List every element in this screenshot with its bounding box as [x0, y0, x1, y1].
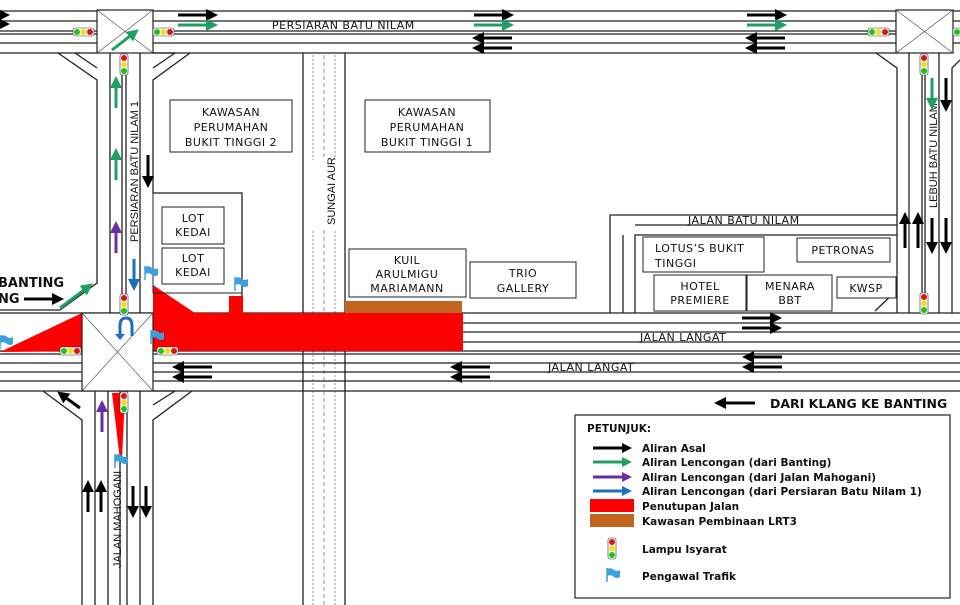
legend-item: Kawasan Pembinaan LRT3 [590, 514, 797, 528]
building-kwsp: KWSP [836, 276, 897, 299]
legend-label: Aliran Lencongan (dari Jalan Mahogani) [642, 472, 876, 484]
closure-west [0, 313, 82, 352]
legend-item: Lampu Isyarat [607, 537, 727, 560]
svg-text:BUKIT TINGGI 2: BUKIT TINGGI 2 [185, 136, 277, 149]
label-from-banting-2: NG [0, 292, 20, 307]
building-bukit-tinggi-2: KAWASAN PERUMAHAN BUKIT TINGGI 2 [169, 99, 293, 153]
label-persiaran-batu-nilam: PERSIARAN BATU NILAM [272, 19, 415, 32]
building-lot-kedai-1: LOT KEDAI [161, 206, 225, 245]
legend-item: Pengawal Trafik [606, 567, 737, 583]
label-lebuh-batu-nilam: LEBUH BATU NILAM [928, 103, 940, 208]
legend-item: Penutupan Jalan [590, 499, 739, 513]
legend-label: Penutupan Jalan [642, 501, 739, 513]
legend-arrowhead-icon [622, 443, 632, 453]
legend-item: Aliran Lencongan (dari Banting) [593, 457, 831, 469]
legend-label: Aliran Lencongan (dari Persiaran Batu Ni… [642, 486, 922, 498]
closure-jalan-langat [153, 313, 463, 351]
legend-swatch [590, 514, 634, 527]
junction-main [81, 312, 154, 392]
svg-text:PREMIERE: PREMIERE [670, 294, 730, 307]
svg-text:KEDAI: KEDAI [175, 226, 211, 239]
legend-item: Aliran Asal [593, 443, 706, 455]
svg-text:PERUMAHAN: PERUMAHAN [390, 121, 465, 134]
svg-text:BUKIT TINGGI 1: BUKIT TINGGI 1 [381, 136, 473, 149]
legend-label: Pengawal Trafik [642, 571, 737, 583]
legend-swatch [590, 499, 634, 512]
svg-text:KUIL: KUIL [394, 254, 421, 267]
svg-text:BBT: BBT [778, 294, 801, 307]
legend-title: PETUNJUK: [587, 423, 651, 435]
traffic-light-icon [607, 537, 617, 560]
svg-text:KAWASAN: KAWASAN [202, 106, 260, 119]
building-hotel-premiere: HOTEL PREMIERE [653, 274, 747, 312]
building-bukit-tinggi-1: KAWASAN PERUMAHAN BUKIT TINGGI 1 [364, 99, 491, 153]
building-lotus: LOTUS’S BUKIT TINGGI [642, 236, 765, 273]
legend-item: Aliran Lencongan (dari Persiaran Batu Ni… [593, 486, 922, 498]
label-jalan-langat-east: JALAN LANGAT [639, 331, 726, 344]
legend-label: Kawasan Pembinaan LRT3 [642, 516, 797, 528]
arrows-detour-batu-nilam-1 [115, 259, 140, 340]
svg-text:LOTUS’S BUKIT: LOTUS’S BUKIT [655, 242, 744, 255]
road-lebuh-batu-nilam [875, 52, 960, 313]
svg-text:KWSP: KWSP [849, 282, 882, 295]
legend-arrowhead-icon [622, 457, 632, 467]
junction-top-left [96, 9, 154, 54]
label-jalan-langat-west: JALAN LANGAT [547, 361, 634, 374]
svg-text:KAWASAN: KAWASAN [398, 106, 456, 119]
svg-text:MARIAMANN: MARIAMANN [370, 282, 443, 295]
label-jalan-mahogani: JALAN MAHOGANI [112, 471, 124, 568]
label-sungai-aur: SUNGAI AUR [326, 157, 338, 225]
building-trio-gallery: TRIO GALLERY [469, 261, 577, 299]
legend-label: Lampu Isyarat [642, 544, 727, 556]
building-lot-kedai-2: LOT KEDAI [161, 247, 225, 285]
building-menara-bbt: MENARA BBT [746, 274, 833, 312]
closure-side [229, 296, 243, 313]
legend-label: Aliran Lencongan (dari Banting) [642, 457, 831, 469]
svg-text:LOT: LOT [182, 212, 205, 225]
svg-text:PERUMAHAN: PERUMAHAN [194, 121, 269, 134]
arrows-detour-banting [59, 19, 938, 310]
road-jalan-mahogani [42, 390, 193, 605]
label-klang-to-banting: DARI KLANG KE BANTING [770, 396, 947, 411]
building-petronas: PETRONAS [796, 237, 891, 263]
legend-arrowhead-icon [622, 472, 632, 482]
lot-kedai-boundary [152, 192, 243, 294]
svg-text:GALLERY: GALLERY [497, 282, 549, 295]
svg-text:ARULMIGU: ARULMIGU [376, 268, 439, 281]
building-kuil: KUIL ARULMIGU MARIAMANN [348, 248, 467, 298]
svg-text:KEDAI: KEDAI [175, 266, 211, 279]
road-persiaran-batu-nilam-1 [0, 52, 243, 313]
road-closure-areas [0, 285, 463, 460]
svg-text:LOT: LOT [182, 252, 205, 265]
legend-item: Aliran Lencongan (dari Jalan Mahogani) [593, 472, 876, 484]
svg-text:PETRONAS: PETRONAS [811, 244, 874, 257]
label-from-banting-1: BANTING [0, 276, 64, 291]
lrt3-construction-zone [345, 301, 462, 313]
label-jalan-batu-nilam: JALAN BATU NILAM [687, 214, 800, 227]
svg-text:TINGGI: TINGGI [654, 257, 696, 270]
svg-text:TRIO: TRIO [508, 267, 537, 280]
svg-text:HOTEL: HOTEL [680, 280, 720, 293]
arrows-original-flow [0, 9, 952, 518]
label-persiaran-batu-nilam-1: PERSIARAN BATU NILAM 1 [129, 101, 141, 242]
closure-diagonal [153, 285, 195, 313]
legend-label: Aliran Asal [642, 443, 706, 455]
arrows-detour-mahogani [96, 221, 122, 432]
legend-arrowhead-icon [622, 486, 632, 496]
junction-top-right [895, 9, 954, 54]
svg-text:MENARA: MENARA [765, 280, 815, 293]
